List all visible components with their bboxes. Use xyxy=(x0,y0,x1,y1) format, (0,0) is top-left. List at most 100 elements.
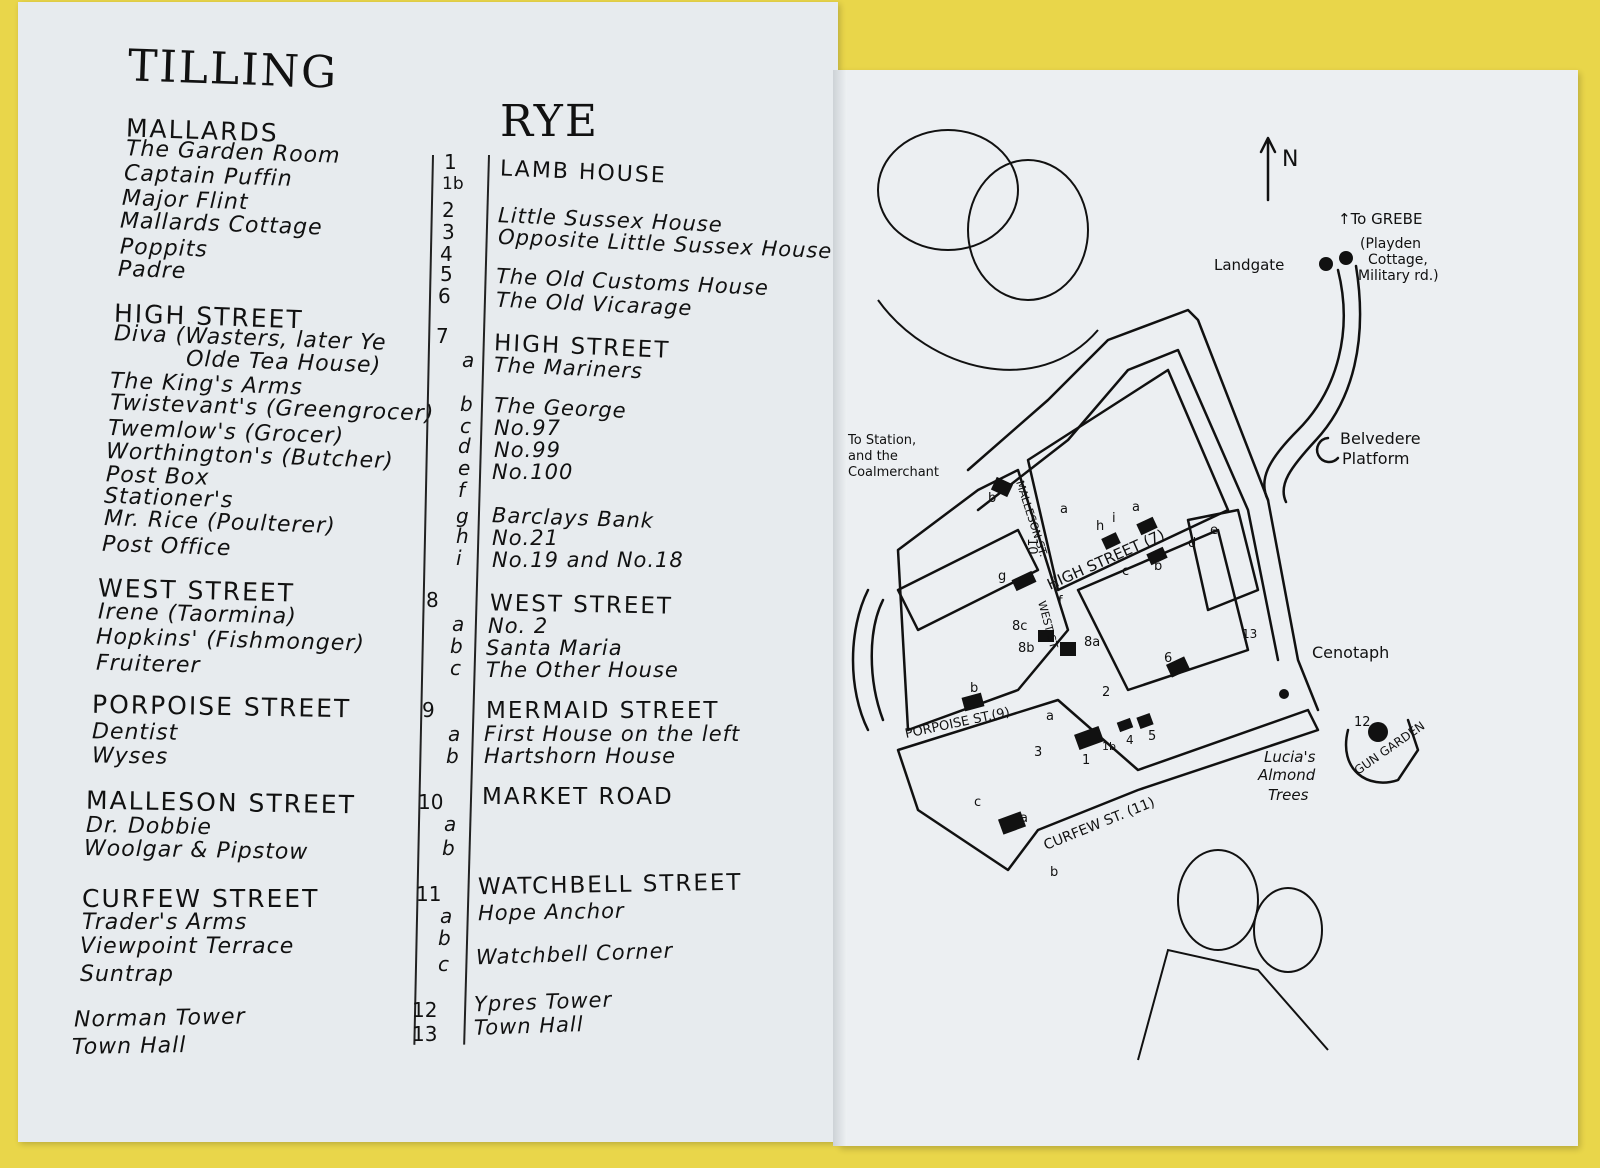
map-marker: a xyxy=(1020,811,1028,826)
rye-letter: e xyxy=(458,456,471,480)
landgate-marker xyxy=(1339,251,1353,265)
map-marker: 8a xyxy=(1084,635,1100,650)
map-label: To Station, xyxy=(847,433,916,448)
book-fold xyxy=(833,70,847,1146)
map-marker: e xyxy=(1210,523,1218,538)
rye-letter: d xyxy=(458,434,471,458)
illustration-couple-bottom xyxy=(1253,887,1323,973)
map-marker: b xyxy=(1050,865,1058,880)
illustration-couple-bottom xyxy=(1177,849,1259,951)
map-label: Landgate xyxy=(1214,256,1284,274)
rye-number: 12 xyxy=(412,998,438,1022)
rye-entry: Town Hall xyxy=(473,1012,584,1040)
road-inner xyxy=(976,348,1280,662)
rye-entry: WATCHBELL STREET xyxy=(477,869,743,901)
rye-letter: c xyxy=(450,656,461,680)
tilling-item: Norman Tower xyxy=(73,1004,246,1033)
belvedere-platform-icon xyxy=(1315,436,1340,464)
map-marker: 12 xyxy=(1354,715,1371,730)
road-west-curve xyxy=(851,588,870,732)
map-marker: 4 xyxy=(1126,733,1134,747)
rye-entry: Hope Anchor xyxy=(477,898,625,926)
rye-letter: a xyxy=(444,812,457,836)
rye-letter: b xyxy=(460,392,473,416)
block-centre xyxy=(1076,528,1250,692)
map-label: Belvedere xyxy=(1340,429,1421,448)
building-marker xyxy=(1101,532,1121,550)
map-label: Platform xyxy=(1342,449,1409,468)
rye-number: 5 xyxy=(440,262,453,286)
rye-letter: c xyxy=(460,414,471,438)
rye-letter: h xyxy=(456,524,469,548)
map-marker: a xyxy=(1060,502,1068,517)
map-marker: b xyxy=(1154,559,1162,574)
building-marker xyxy=(1136,712,1154,730)
map-marker: 10 xyxy=(1024,538,1039,555)
tilling-heading: CURFEW STREET xyxy=(82,884,320,913)
map-marker: b xyxy=(988,491,996,506)
map-marker: g xyxy=(998,569,1006,584)
tilling-item: Wyses xyxy=(91,743,169,770)
rye-number: 10 xyxy=(418,790,444,814)
rye-entry: No.99 xyxy=(494,438,561,462)
north-arrow-icon xyxy=(1259,136,1277,202)
map-label: Coalmerchant xyxy=(848,465,939,480)
block-east xyxy=(1186,508,1260,612)
rye-letter: i xyxy=(456,546,462,570)
rye-letter: b xyxy=(442,836,455,860)
map-marker: 5 xyxy=(1148,729,1156,744)
map-marker: c xyxy=(1122,564,1129,579)
illustration-couple-top xyxy=(877,129,1019,251)
rye-letter: a xyxy=(440,904,453,928)
rye-number: 1b xyxy=(442,174,464,194)
rye-letter: b xyxy=(446,744,459,768)
map-label: ↑To GREBE xyxy=(1338,210,1422,228)
tilling-item: Town Hall xyxy=(71,1033,187,1060)
illustration-couple-top xyxy=(877,299,1099,371)
tilling-item: Dentist xyxy=(91,719,179,746)
cenotaph-marker xyxy=(1279,689,1289,699)
map-marker: 13 xyxy=(1242,627,1257,641)
rye-letter: c xyxy=(438,952,449,976)
map-label: Trees xyxy=(1268,786,1309,804)
building-marker xyxy=(1074,726,1104,750)
tilling-heading: PORPOISE STREET xyxy=(91,689,352,724)
rye-entry: No.21 xyxy=(492,526,559,550)
building-marker xyxy=(1060,642,1076,656)
block-west xyxy=(896,468,1070,732)
rye-entry: First House on the left xyxy=(484,722,741,746)
rye-letter: g xyxy=(456,504,469,528)
rye-number: 3 xyxy=(442,220,455,244)
tilling-item: Woolgar & Pipstow xyxy=(83,836,309,865)
building-marker xyxy=(961,692,985,712)
tilling-item: Trader's Arms xyxy=(82,910,248,935)
map-marker: i xyxy=(1112,511,1116,526)
road-landgate xyxy=(1263,268,1345,502)
rye-title: RYE xyxy=(500,96,599,147)
map-label: Cenotaph xyxy=(1312,643,1389,662)
rye-entry: No.100 xyxy=(492,460,574,484)
building-marker xyxy=(990,476,1014,498)
map-marker: 3 xyxy=(1034,745,1042,760)
map-marker: 6 xyxy=(1164,651,1172,666)
illustration-couple-top xyxy=(967,159,1089,301)
rye-entry: Ypres Tower xyxy=(473,987,613,1017)
road-outer-north xyxy=(966,308,1320,712)
rye-number: 9 xyxy=(422,698,435,722)
tilling-item: Viewpoint Terrace xyxy=(80,934,295,959)
map-label: Cottage, xyxy=(1368,252,1428,268)
block-northwest xyxy=(896,528,1040,632)
street-label: PORPOISE ST.(9) xyxy=(904,705,1012,742)
rye-entry: MERMAID STREET xyxy=(486,698,720,724)
building-marker xyxy=(1136,516,1158,536)
map-marker: 8c xyxy=(1012,619,1027,634)
road-west-curve xyxy=(870,598,885,722)
rye-number: 13 xyxy=(412,1022,438,1046)
building-marker xyxy=(1116,717,1134,733)
map-marker: d xyxy=(1188,536,1196,551)
rye-entry: No.97 xyxy=(494,416,561,440)
rye-entry: No.19 and No.18 xyxy=(492,548,684,572)
rye-number: 8 xyxy=(426,588,439,612)
map-label: and the xyxy=(848,449,898,464)
rye-number: 1 xyxy=(444,150,457,174)
